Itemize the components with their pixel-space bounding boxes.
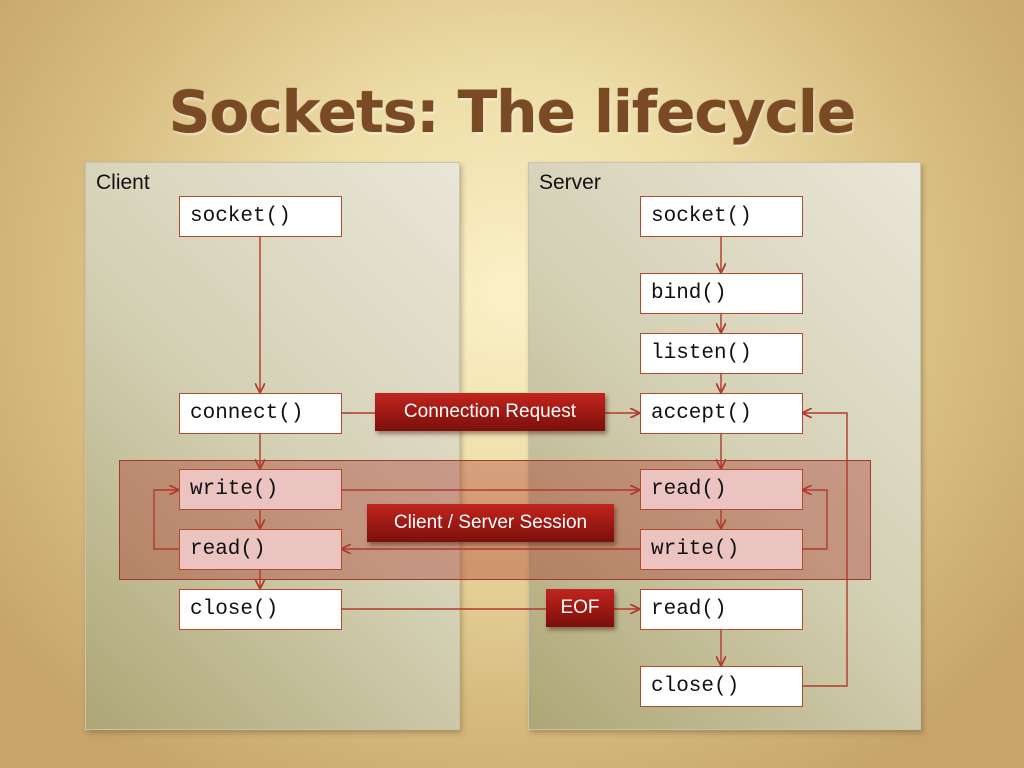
- server-write-box: write(): [640, 529, 803, 570]
- client-write-box: write(): [179, 469, 342, 510]
- slide-title: Sockets: The lifecycle: [168, 78, 857, 146]
- server-panel: Server: [528, 162, 921, 730]
- server-panel-label: Server: [539, 171, 601, 194]
- connection-request-tag: Connection Request: [375, 393, 605, 431]
- server-accept-box: accept(): [640, 393, 803, 434]
- server-read-eof-box: read(): [640, 589, 803, 630]
- client-panel: Client: [85, 162, 460, 730]
- client-read-box: read(): [179, 529, 342, 570]
- client-panel-label: Client: [96, 171, 150, 194]
- client-connect-box: connect(): [179, 393, 342, 434]
- server-read-box: read(): [640, 469, 803, 510]
- server-bind-box: bind(): [640, 273, 803, 314]
- eof-tag: EOF: [546, 589, 614, 627]
- client-socket-box: socket(): [179, 196, 342, 237]
- client-close-box: close(): [179, 589, 342, 630]
- server-socket-box: socket(): [640, 196, 803, 237]
- server-listen-box: listen(): [640, 333, 803, 374]
- session-tag: Client / Server Session: [367, 504, 614, 542]
- server-close-box: close(): [640, 666, 803, 707]
